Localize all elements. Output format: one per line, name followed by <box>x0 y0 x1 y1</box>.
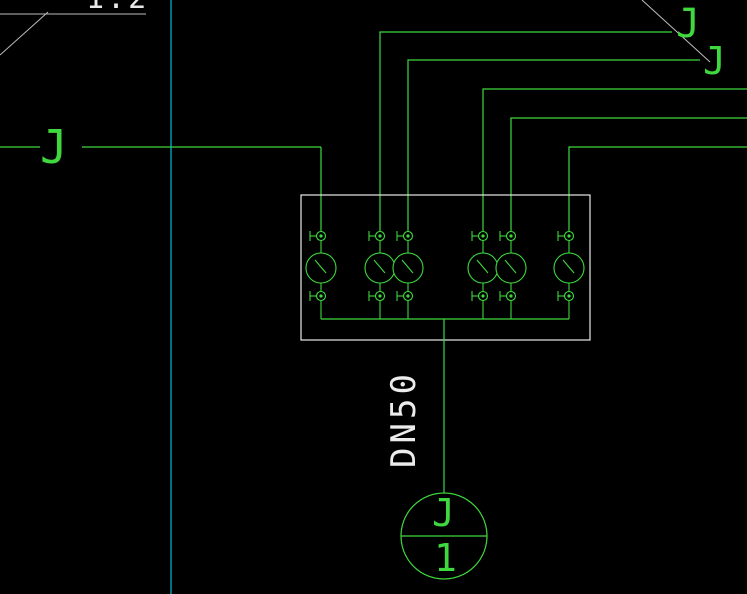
pipe-label-right-1: J <box>676 1 701 47</box>
pipe-label-left: J <box>40 120 68 174</box>
label-top-left: 1.2 <box>86 0 149 14</box>
meter-group <box>305 230 585 319</box>
valve-dot-lower-4 <box>481 294 485 298</box>
water-meter-6 <box>553 252 585 284</box>
riser-label-top: J <box>432 491 455 535</box>
pipe-6 <box>568 146 747 236</box>
meter-needle-4 <box>476 259 489 274</box>
valve-dot-lower-2 <box>378 294 382 298</box>
water-meter-5 <box>495 252 527 284</box>
pipe-4 <box>482 88 747 236</box>
water-meter-2 <box>364 252 396 284</box>
meter-needle-3 <box>401 259 414 274</box>
valve-dot-upper-3 <box>406 234 410 238</box>
pipe-label-right-2: J <box>703 39 726 83</box>
meter-needle-2 <box>373 259 386 274</box>
meter-box <box>300 194 591 341</box>
meter-needle-6 <box>562 259 575 274</box>
leader-line-top-left <box>0 11 49 56</box>
pipe-2 <box>379 31 672 236</box>
pipe-3 <box>407 59 700 236</box>
meter-needle-5 <box>504 259 517 274</box>
valve-dot-lower-1 <box>319 294 323 298</box>
water-meter-1 <box>305 252 337 284</box>
pipe-size-label: DN50 <box>383 370 424 468</box>
pipe-5 <box>510 117 747 236</box>
valve-dot-upper-5 <box>509 234 513 238</box>
valve-dot-lower-3 <box>406 294 410 298</box>
leader-line-top-right <box>641 0 711 63</box>
meter-needle-1 <box>314 259 327 274</box>
water-meter-4 <box>467 252 499 284</box>
valve-dot-upper-6 <box>567 234 571 238</box>
valve-dot-upper-4 <box>481 234 485 238</box>
valve-dot-upper-1 <box>319 234 323 238</box>
valve-dot-lower-5 <box>509 294 513 298</box>
valve-dot-upper-2 <box>378 234 382 238</box>
water-meter-3 <box>392 252 424 284</box>
valve-dot-lower-6 <box>567 294 571 298</box>
riser-label-bottom: 1 <box>434 536 457 580</box>
